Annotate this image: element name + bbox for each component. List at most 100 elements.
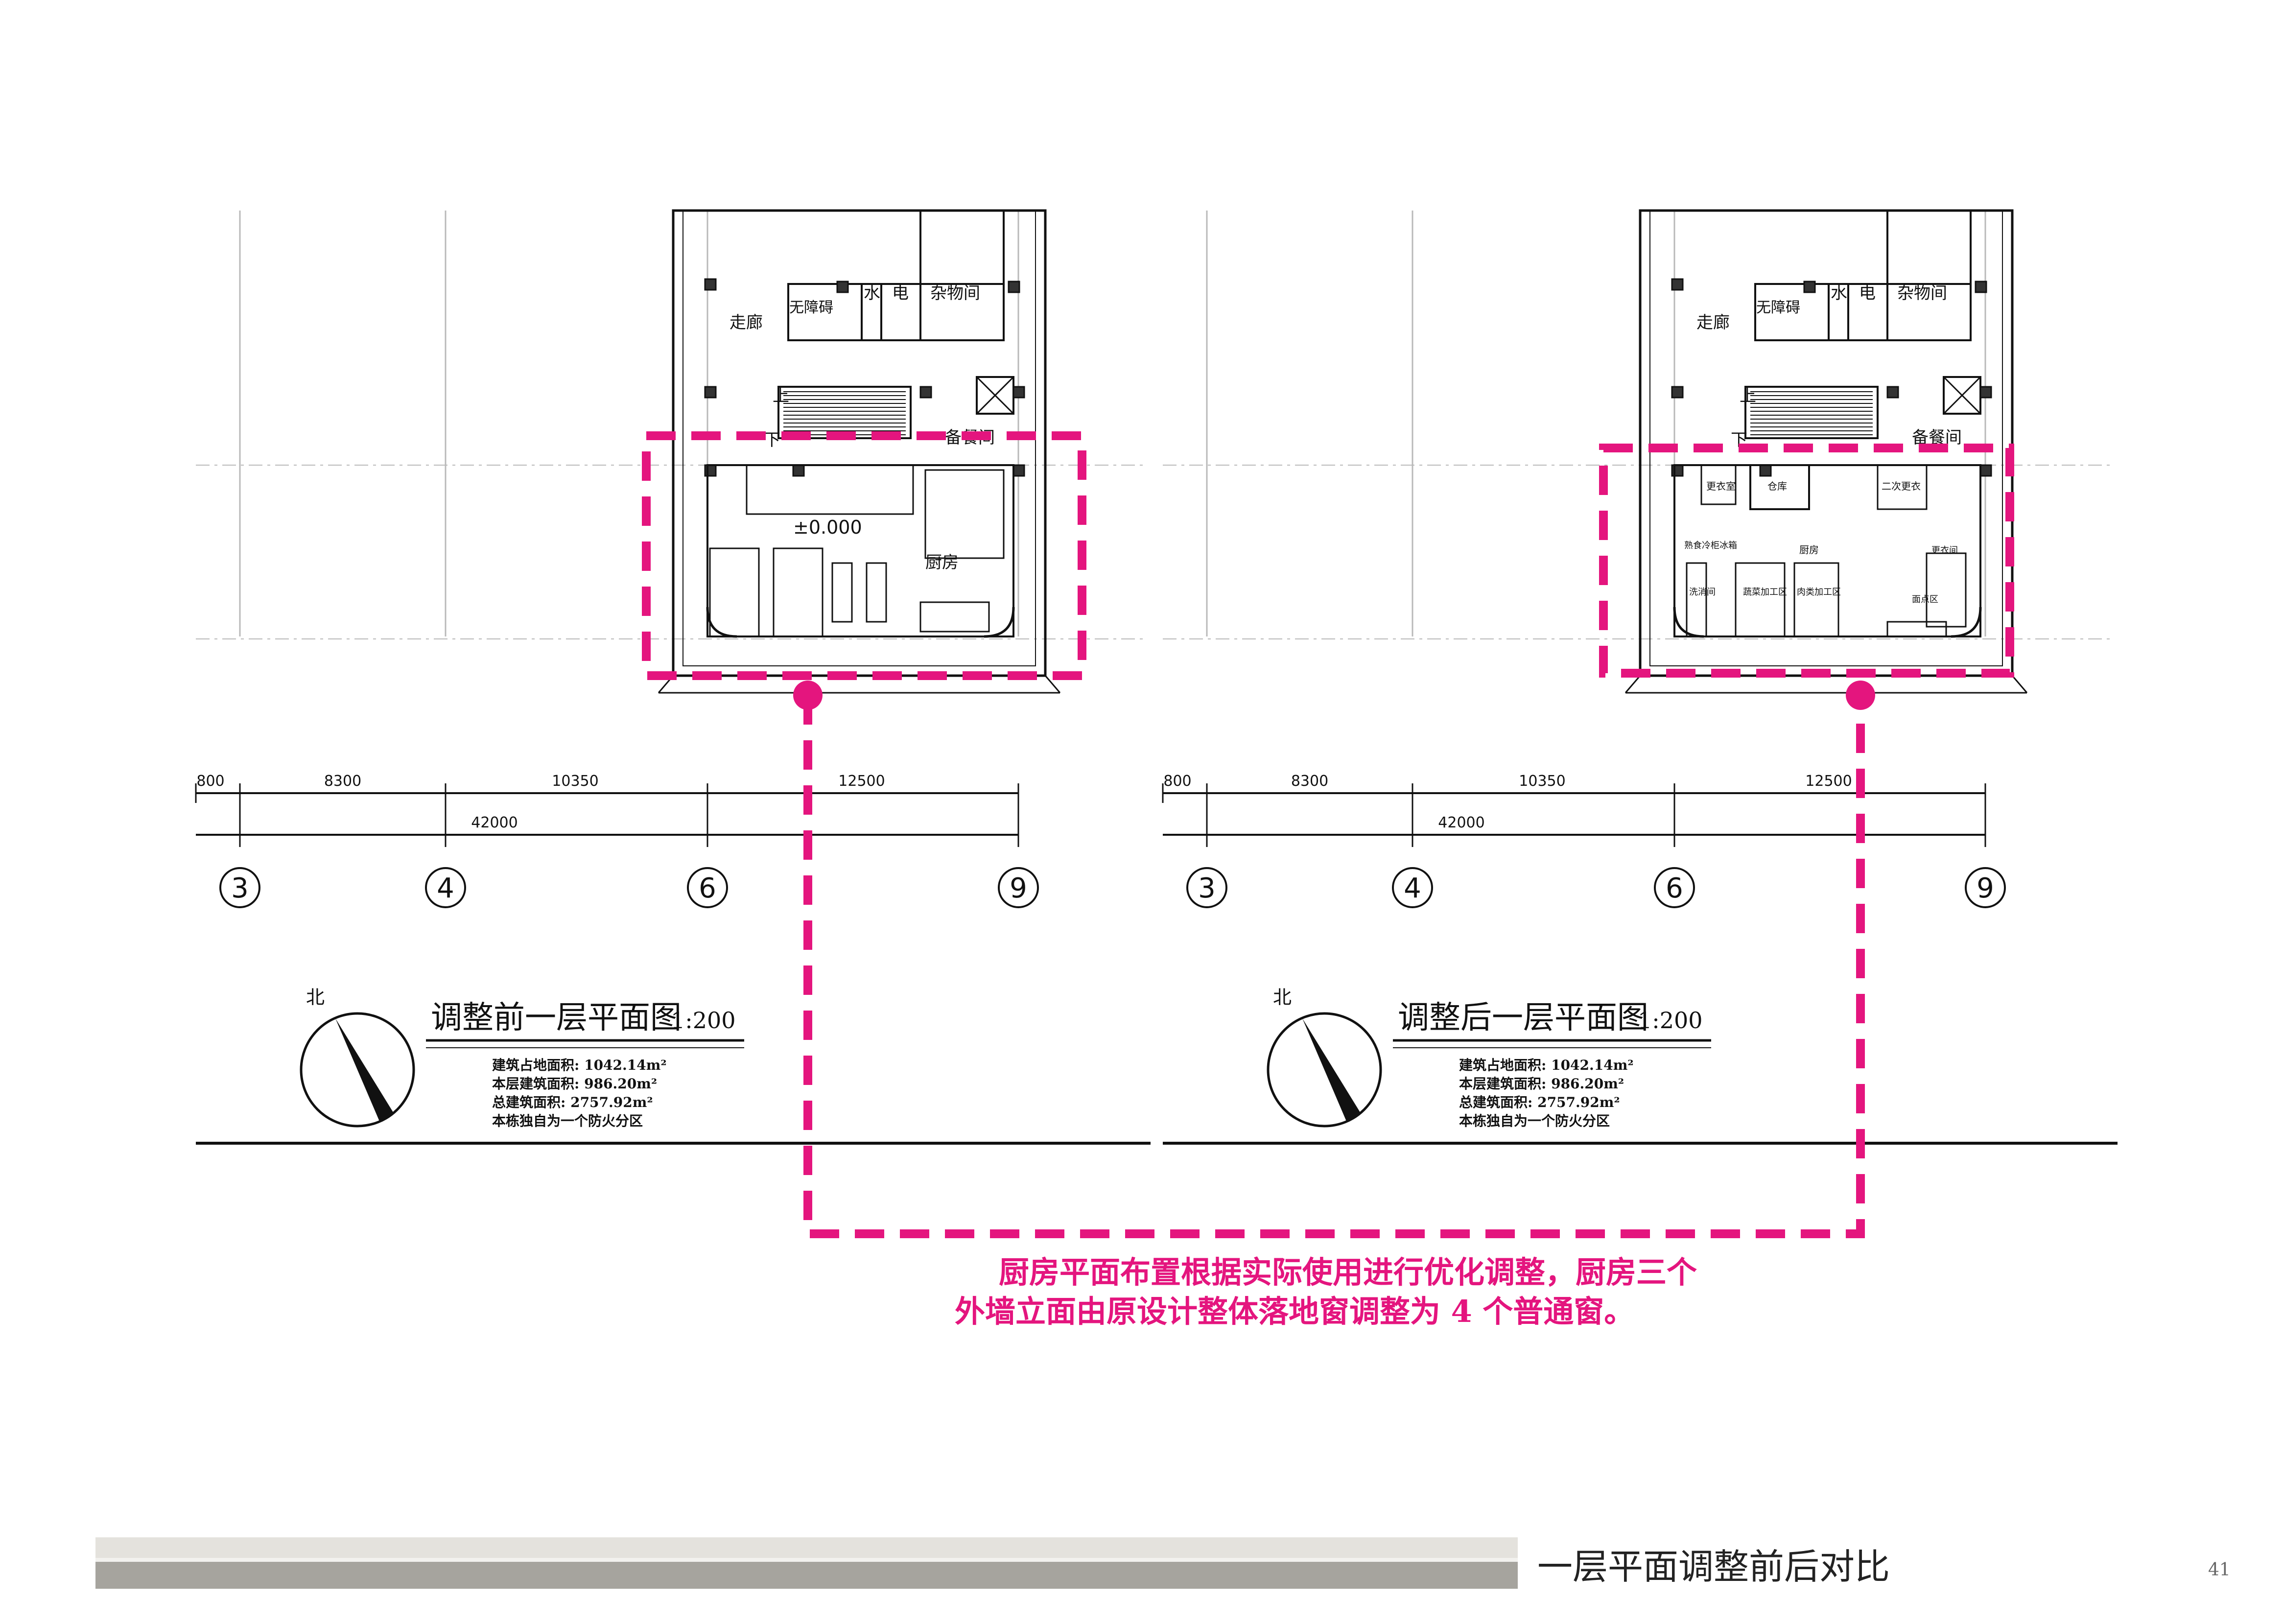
kitchen-highlight-box xyxy=(1599,444,2014,678)
axis-label: 9 xyxy=(1977,872,1994,904)
change-room-2 xyxy=(1877,464,1928,510)
room-label-kitchen: 厨房 xyxy=(925,553,959,572)
curved-wall-right xyxy=(1951,607,1982,638)
room-label-fridge: 熟食冷柜冰箱 xyxy=(1684,541,1737,551)
room-label-pastry: 面点区 xyxy=(1912,594,1938,605)
pastry-area xyxy=(1926,552,1967,628)
kitchen-room xyxy=(706,464,1014,637)
work-table xyxy=(866,562,887,623)
dimension-label: 12500 xyxy=(838,773,885,790)
room-label-change2: 二次更衣 xyxy=(1882,480,1921,492)
axis-label: 6 xyxy=(699,872,716,904)
structural-column xyxy=(1008,281,1020,293)
dimension-label: 8300 xyxy=(324,773,361,790)
kitchen-counter-block xyxy=(746,464,914,515)
structural-column xyxy=(1979,386,1992,399)
footer-title: 一层平面调整前后对比 xyxy=(1537,1546,1890,1587)
toilet-block xyxy=(1886,210,1972,285)
dimension-label: 8300 xyxy=(1291,773,1328,790)
structural-column xyxy=(1803,281,1816,293)
structural-column xyxy=(919,386,932,399)
footer-bar xyxy=(95,1562,1518,1589)
plan-title: 调整后一层平面图 xyxy=(1398,1000,1648,1036)
total-dimension-label: 42000 xyxy=(471,814,518,831)
toilet-block xyxy=(919,210,1005,285)
structural-column xyxy=(1979,464,1992,477)
cold-storage xyxy=(709,547,760,637)
axis-bubble xyxy=(219,867,260,908)
axis-label: 3 xyxy=(231,872,249,904)
warehouse-room xyxy=(1749,464,1810,510)
north-label: 北 xyxy=(306,987,325,1008)
footer-stripe-light xyxy=(95,1537,1518,1558)
north-arrow-circle xyxy=(1267,1012,1382,1128)
axis-label: 3 xyxy=(1198,872,1216,904)
room-label-warehouse: 仓库 xyxy=(1767,480,1787,492)
dimension-label: 10350 xyxy=(1519,773,1565,790)
plan-title: 调整前一层平面图 xyxy=(431,1000,682,1036)
room-label-meat: 肉类加工区 xyxy=(1797,587,1841,597)
curved-wall-left xyxy=(1673,607,1704,638)
room-label-accessible: 无障碍 xyxy=(789,299,833,316)
total-dimension-label: 42000 xyxy=(1438,814,1484,831)
room-label-storage: 杂物间 xyxy=(1897,283,1947,303)
plan-after: 走廊无障碍水电杂物间上下备餐间更衣室仓库二次更衣熟食冷柜冰箱厨房蔬菜加工区肉类加… xyxy=(1162,209,2118,1145)
area-stat: 建筑占地面积: 1042.14m² xyxy=(492,1057,667,1073)
area-stat: 本层建筑面积: 986.20m² xyxy=(492,1076,657,1092)
room-label-corridor: 走廊 xyxy=(1696,313,1730,332)
north-arrow-pointer xyxy=(1302,1018,1361,1121)
north-label: 北 xyxy=(1273,987,1292,1008)
area-stat: 本栋独自为一个防火分区 xyxy=(1459,1113,1610,1129)
kitchen-store xyxy=(773,547,824,637)
meat-prep-area xyxy=(1793,562,1839,637)
dimension-label: 800 xyxy=(1163,773,1191,790)
callout-annotation: 厨房平面布置根据实际使用进行优化调整，厨房三个 外墙立面由原设计整体落地窗调整为… xyxy=(793,681,1875,1329)
area-stat: 本栋独自为一个防火分区 xyxy=(492,1113,643,1129)
dimension-label: 10350 xyxy=(552,773,598,790)
axis-bubble xyxy=(1186,867,1227,908)
curved-wall-left xyxy=(706,607,737,638)
lift-cross xyxy=(976,376,1014,415)
wall-end xyxy=(1624,675,1641,693)
axis-bubble xyxy=(687,867,728,908)
structural-column xyxy=(1012,464,1025,477)
dimension-label: 12500 xyxy=(1805,773,1852,790)
structural-column xyxy=(704,278,717,291)
room-label-storage: 杂物间 xyxy=(930,283,980,303)
axis-bubble xyxy=(1965,867,2006,908)
plan-scale: 1:200 xyxy=(671,1007,736,1034)
lift-cross xyxy=(1943,376,1981,415)
dimension-label: 800 xyxy=(196,773,224,790)
axis-bubble xyxy=(1654,867,1695,908)
area-stat: 总建筑面积: 2757.92m² xyxy=(492,1094,653,1110)
kitchen-highlight-box xyxy=(642,431,1086,680)
axis-bubble xyxy=(1392,867,1433,908)
room-label-change1: 更衣室 xyxy=(1706,480,1736,492)
structural-column xyxy=(1759,464,1772,477)
footer-stripe-mid xyxy=(95,1558,1518,1562)
room-label-down: 下 xyxy=(764,430,780,450)
structural-column xyxy=(1975,281,1987,293)
room-label-up: 上 xyxy=(773,386,789,406)
callout-dot-left xyxy=(793,681,823,710)
room-label-kitchen: 厨房 xyxy=(1799,544,1819,556)
stair-well xyxy=(1744,386,1879,439)
equipment-row xyxy=(924,469,1005,559)
veg-prep-area xyxy=(1735,562,1786,637)
axis-label: 4 xyxy=(437,872,454,904)
structural-column xyxy=(1012,386,1025,399)
structural-column xyxy=(1671,278,1684,291)
north-arrow-circle xyxy=(300,1012,415,1128)
axis-label: 4 xyxy=(1404,872,1421,904)
building-inner-wall xyxy=(1649,210,2003,666)
room-label-corridor: 走廊 xyxy=(730,313,763,332)
room-label-elec: 电 xyxy=(1859,283,1876,303)
structural-column xyxy=(792,464,805,477)
room-label-level: ±0.000 xyxy=(793,517,862,538)
room-label-water: 水 xyxy=(864,283,880,303)
structural-column xyxy=(836,281,849,293)
structural-column xyxy=(1671,386,1684,399)
room-label-up: 上 xyxy=(1740,386,1756,406)
